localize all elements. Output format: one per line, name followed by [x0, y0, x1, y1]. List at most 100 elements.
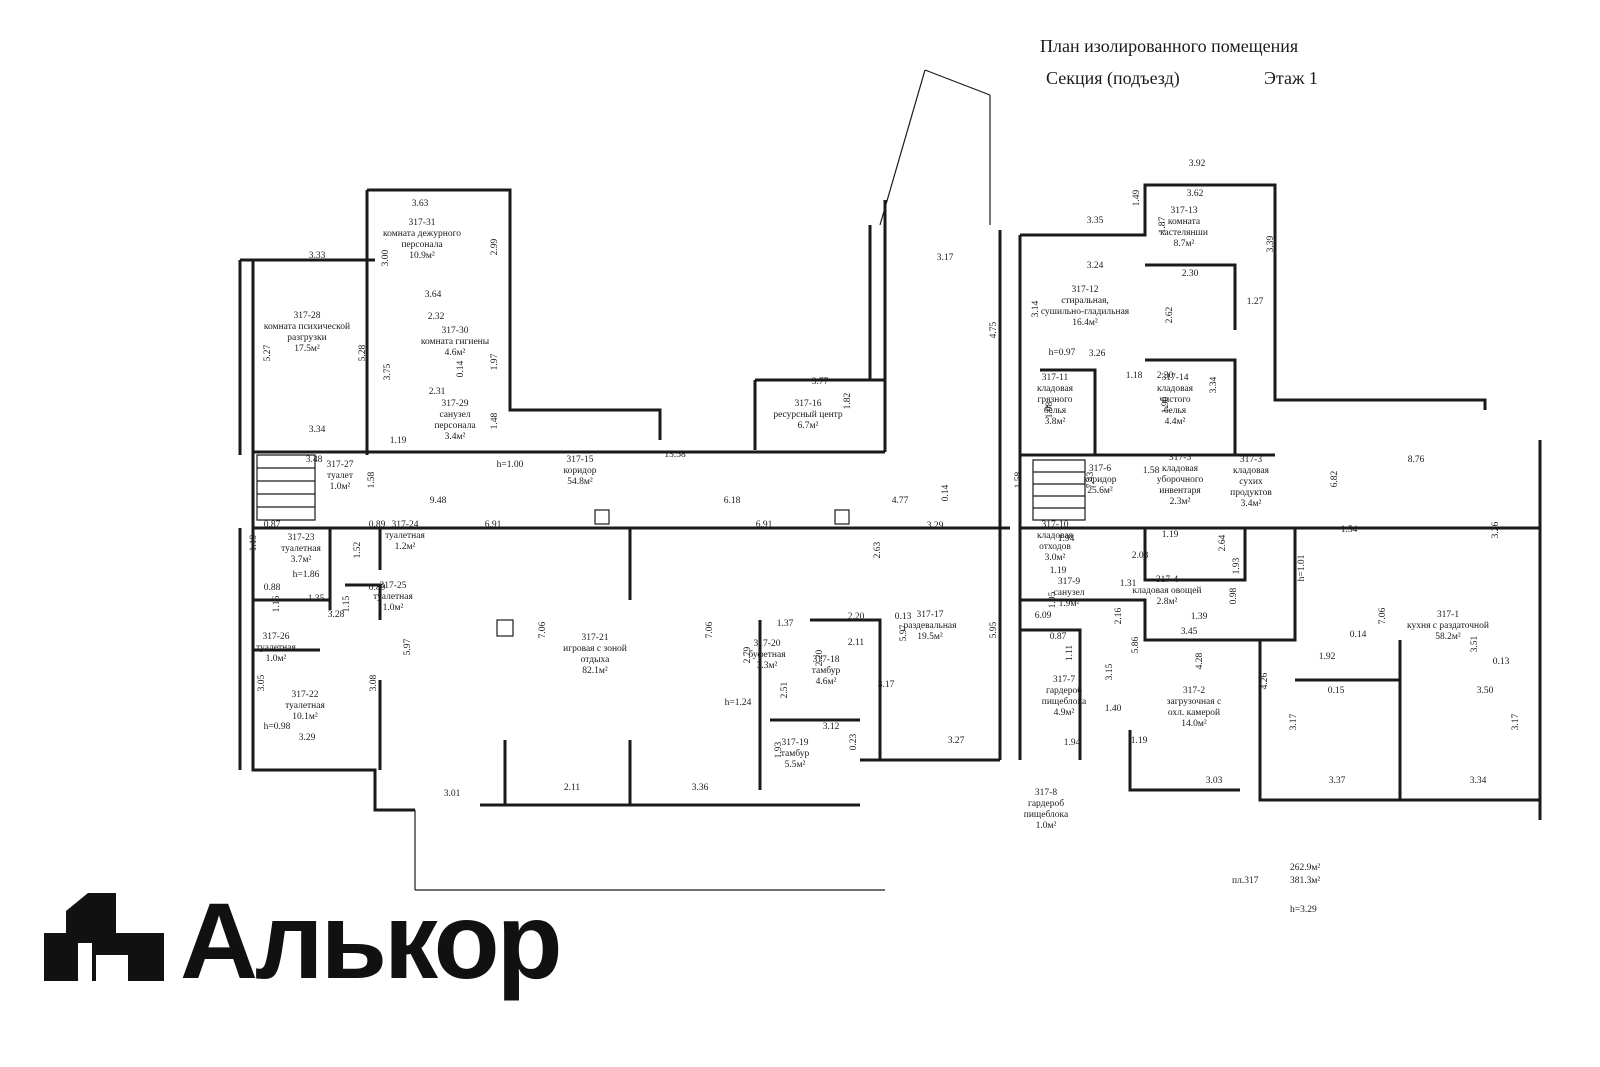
- room-label-line: туалет: [327, 471, 354, 481]
- dimension-label: 1.40: [1105, 704, 1122, 714]
- room-label-line: 317-27: [327, 460, 354, 470]
- dimension-label: 1.82: [843, 392, 853, 409]
- dimension-label: 3.17: [937, 253, 954, 263]
- dimension-label: 3.29: [299, 733, 316, 743]
- dimension-label: 3.24: [1087, 261, 1104, 271]
- dimension-label: h=1.00: [497, 460, 524, 470]
- dimension-label: 3.17: [1289, 713, 1299, 730]
- dimension-label: 1.58: [367, 471, 377, 488]
- dimension-label: 1.94: [1064, 738, 1081, 748]
- dimension-label: 3.33: [309, 251, 326, 261]
- totals-area-2: 381.3м²: [1290, 876, 1320, 886]
- room-label-line: 6.7м²: [798, 421, 819, 431]
- room-label-line: 317-23: [288, 533, 315, 543]
- room-label-line: инвентаря: [1159, 486, 1201, 496]
- dimension-label: 1.19: [1050, 566, 1067, 576]
- room-label-line: 4.6м²: [816, 677, 837, 687]
- floor-label: Этаж 1: [1264, 68, 1318, 88]
- dimension-label: 7.06: [1378, 607, 1388, 624]
- room-label-line: 17.5м²: [294, 344, 320, 354]
- dimension-label: 1.16: [272, 595, 282, 612]
- room-label-line: загрузочная с: [1167, 697, 1221, 707]
- dimension-label: 7.06: [705, 621, 715, 638]
- dimension-label: 4.28: [1195, 652, 1205, 669]
- dimension-label: h=0.98: [264, 722, 291, 732]
- room-label-line: 317-11: [1042, 373, 1069, 383]
- room-label-line: 54.8м²: [567, 477, 593, 487]
- dimension-label: 3.14: [1031, 300, 1041, 317]
- dimension-label: 1.92: [1319, 652, 1336, 662]
- room-label-line: 3.4м²: [445, 432, 466, 442]
- room-label-line: игровая с зоной: [563, 643, 627, 654]
- room-label-line: 317-18: [813, 655, 840, 665]
- room-label-line: 4.9м²: [1054, 708, 1075, 718]
- dimension-label: 0.98: [1229, 587, 1239, 604]
- dimension-label: 6.18: [724, 496, 741, 506]
- room-label-line: коридор: [1083, 475, 1116, 485]
- room-label-line: 1.2м²: [395, 542, 416, 552]
- dimension-label: 3.34: [1209, 376, 1219, 393]
- dimension-label: 1.54: [1341, 525, 1358, 535]
- dimension-label: 7.43: [1086, 471, 1096, 488]
- room-label-line: коридор: [563, 466, 596, 476]
- dimension-label: 5.97: [899, 624, 909, 641]
- dimension-label: 3.50: [1477, 686, 1494, 696]
- dimension-label: 1.31: [1120, 579, 1137, 589]
- dimension-label: 2.79: [743, 646, 753, 663]
- dimension-label: 8.76: [1408, 455, 1425, 465]
- dimension-label: 4.26: [1260, 672, 1270, 689]
- room-label-line: пищеблока: [1024, 809, 1069, 820]
- room-label-line: 317-20: [754, 639, 781, 649]
- dimension-label: 1.58: [1014, 471, 1024, 488]
- room-label-line: 82.1м²: [582, 666, 608, 676]
- dimension-label: 5.95: [989, 621, 999, 638]
- dimension-label: 2.16: [1114, 607, 1124, 624]
- room-label-line: грязного: [1037, 395, 1072, 405]
- room-label-line: туалетная: [285, 701, 325, 711]
- room-label-line: комната: [1168, 217, 1201, 227]
- dimension-label: 3.39: [1266, 235, 1276, 252]
- dimension-label: 3.36: [692, 783, 709, 793]
- dimension-label: 6.09: [1035, 611, 1052, 621]
- dimension-label: 9.48: [430, 496, 447, 506]
- dimension-label: 2.11: [564, 783, 581, 793]
- dimension-label: h=1.86: [293, 570, 320, 580]
- room-label-line: 10.9м²: [409, 251, 435, 261]
- room-label-line: кладовая овощей: [1132, 585, 1201, 596]
- room-label-line: 58.2м²: [1435, 632, 1461, 642]
- room-label-line: 3.4м²: [1241, 499, 1262, 509]
- dimension-label: 1.19: [1162, 530, 1179, 540]
- dimension-label: 3.48: [306, 455, 323, 465]
- room-label-line: 317-29: [442, 399, 469, 409]
- dimension-label: 0.15: [1328, 686, 1345, 696]
- room-label-line: 317-13: [1171, 206, 1198, 216]
- dimension-label: 1.35: [308, 594, 325, 604]
- dimension-label: 2.51: [780, 681, 790, 698]
- room-label-line: 317-22: [292, 690, 319, 700]
- dimension-label: 5.97: [403, 638, 413, 655]
- dimension-label: h=1.01: [1297, 554, 1307, 581]
- dimension-label: 2.03: [1132, 551, 1149, 561]
- dimension-label: 0.13: [1493, 657, 1510, 667]
- room-label-line: санузел: [1053, 588, 1084, 598]
- dimension-label: 3.08: [369, 674, 379, 691]
- room-label-line: 16.4м²: [1072, 318, 1098, 328]
- dimension-label: 3.17: [878, 680, 895, 690]
- dimension-label: 0.89: [369, 583, 386, 593]
- dimension-label: 1.52: [353, 541, 363, 558]
- dimension-label: 3.27: [948, 736, 965, 746]
- room-label-line: ресурсный центр: [773, 409, 843, 420]
- dimension-label: 1.94: [1058, 534, 1075, 544]
- dimension-label: 7.06: [538, 621, 548, 638]
- totals-area-1: 262.9м²: [1290, 863, 1320, 873]
- room-label-line: разгрузки: [287, 333, 326, 343]
- room-label-line: пищеблока: [1042, 696, 1087, 707]
- section-label: Секция (подъезд): [1046, 68, 1180, 88]
- room-label-line: 317-2: [1183, 686, 1205, 696]
- dimension-label: 4.75: [989, 321, 999, 338]
- room-label-line: санузел: [439, 410, 470, 420]
- room-label-line: персонала: [401, 240, 443, 250]
